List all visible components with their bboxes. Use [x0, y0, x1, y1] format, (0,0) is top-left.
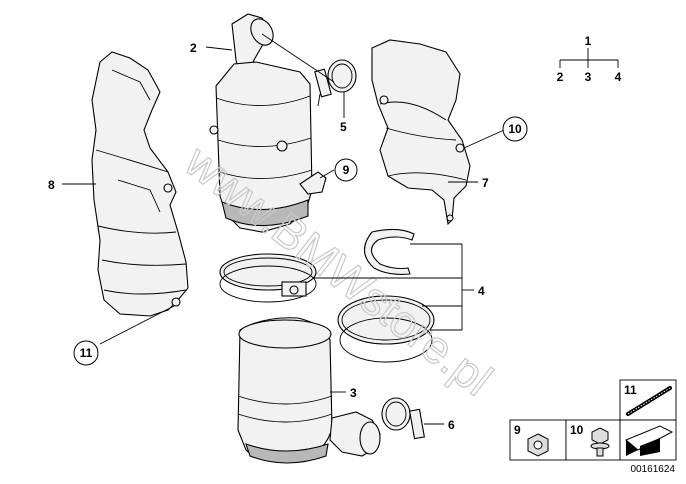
svg-text:10: 10	[508, 122, 522, 136]
bolt-icon	[590, 427, 610, 457]
part-hierarchy-tree: 1 2 3 4	[557, 34, 622, 84]
diagram-code: 00161624	[631, 464, 676, 475]
part-4-clamp-and-gaskets[interactable]	[219, 228, 435, 363]
threaded-stud-icon	[626, 386, 672, 416]
callout-4: 4	[478, 284, 485, 298]
callout-2: 2	[190, 41, 197, 55]
part-7-heat-shield[interactable]	[371, 39, 471, 226]
legend-label-10: 10	[570, 423, 584, 437]
part-5-clamp-upper[interactable]	[314, 59, 357, 107]
hex-nut-icon	[527, 433, 549, 457]
tree-child-2: 2	[557, 70, 564, 84]
legend-label-11: 11	[624, 383, 637, 397]
callout-9: 9	[334, 158, 358, 182]
tree-child-4: 4	[615, 70, 622, 84]
tree-root: 1	[585, 34, 592, 48]
callout-6: 6	[448, 418, 455, 432]
callout-11: 11	[73, 340, 99, 366]
leader-lines	[62, 33, 505, 425]
tree-child-3: 3	[585, 70, 592, 84]
callout-8: 8	[48, 178, 55, 192]
legend-panel: 11 9 10 00161624	[509, 379, 677, 475]
part-8-heat-shield[interactable]	[91, 51, 189, 317]
legend-label-9: 9	[514, 423, 521, 437]
callout-3: 3	[350, 386, 357, 400]
callout-7: 7	[482, 176, 489, 190]
callout-5: 5	[340, 120, 347, 134]
part-9-clip[interactable]	[299, 171, 327, 195]
part-2-particulate-filter-upper[interactable]	[209, 13, 313, 233]
callout-10: 10	[502, 116, 528, 142]
svg-text:11: 11	[80, 346, 93, 360]
part-3-particulate-filter-lower[interactable]	[237, 317, 381, 464]
part-6-clamp-lower[interactable]	[381, 397, 425, 440]
direction-arrow-icon	[625, 425, 674, 456]
svg-text:9: 9	[343, 163, 350, 177]
